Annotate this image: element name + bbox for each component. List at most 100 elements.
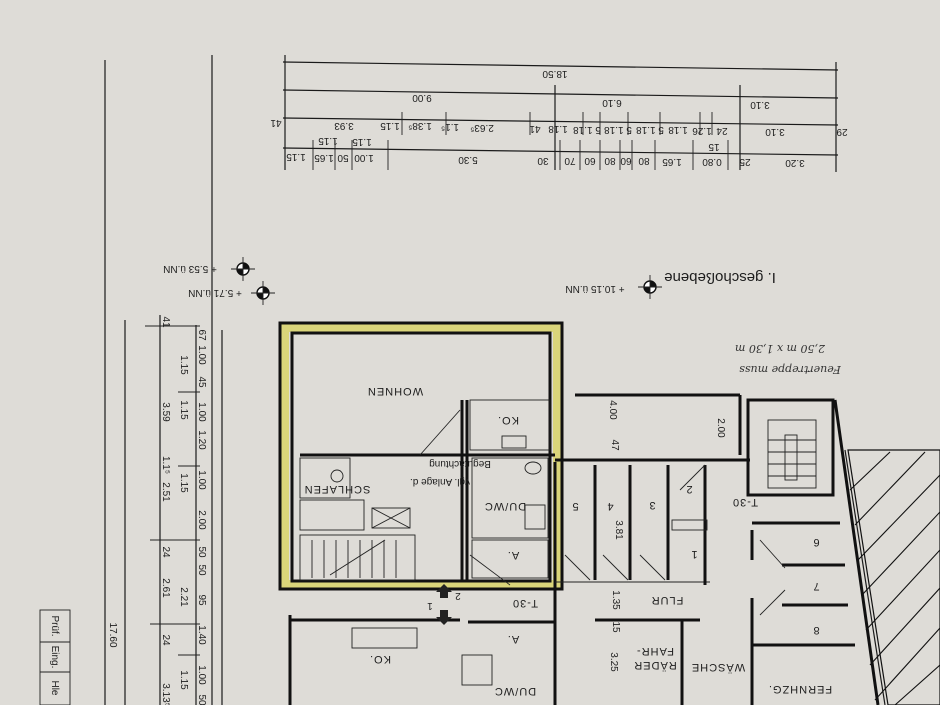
room-7: 7 — [812, 580, 819, 592]
room-5: 5 — [571, 500, 578, 512]
dim-top-row4: 0.80 — [702, 156, 722, 167]
level-left-a: + 5.53 ü.NN — [163, 263, 217, 274]
dim-left-col3: 1.20 — [196, 430, 207, 450]
room-fahrraeder-1: FAHR- — [636, 645, 674, 657]
room-schlafen: SCHLAFEN — [304, 483, 371, 495]
dim-left-col2: 1.15 — [178, 670, 189, 690]
dim-left-col2: 1.15 — [178, 400, 189, 420]
hatched-area — [847, 449, 940, 705]
dim-top-row4: 15 — [708, 141, 720, 152]
dim-left-col3: 50 — [196, 694, 207, 705]
staircase — [311, 539, 397, 578]
door-t30-lower: T-30 — [512, 597, 538, 609]
dim-top-row3: 41 — [529, 123, 541, 134]
dim-left-col3: 50 — [196, 546, 207, 558]
dim-1-35: 1.35 — [610, 590, 621, 610]
dim-top-row3: 24 — [716, 125, 728, 136]
dim-left-col1: 24 — [160, 634, 171, 646]
dim-left-col3: 50 — [196, 564, 207, 576]
dim-top-row4: 60 — [584, 155, 596, 166]
dim-top-row4: 3.20 — [785, 157, 805, 168]
dim-top-row4: 50 — [337, 152, 349, 163]
dim-top-row3: 2.63⁵ — [470, 122, 494, 133]
dim-top-row4: 1.00 — [354, 152, 374, 163]
dim-47: 47 — [609, 439, 620, 451]
handwritten-note: Feuertreppe muss 2,50 m x 1,30 m — [735, 342, 842, 376]
room-waesche: WÄSCHE — [691, 661, 745, 673]
dim-left-col1: 24 — [160, 546, 171, 558]
dim-top-row2: 6.10 — [602, 97, 622, 108]
dim-left-col3: 95 — [196, 594, 207, 606]
dim-top-row3: 41 — [270, 117, 282, 128]
highlighted-apartment — [278, 321, 564, 591]
title-block: Prüf. Eing. Hle — [39, 609, 71, 705]
level-marker-icon — [638, 275, 662, 299]
dim-top-row4: 1.65 — [314, 152, 334, 163]
dim-top-row4: 60 — [620, 155, 632, 166]
dim-top-row3: 1.26 — [692, 125, 712, 136]
room-wohnen: WOHNEN — [367, 385, 423, 397]
top-dimension-lines — [282, 55, 839, 172]
arrow-down-number: 1 — [427, 600, 433, 611]
dim-top-row4: 80 — [638, 155, 650, 166]
dim-left-col3: 67 — [196, 329, 207, 341]
room-kitchen-lower: KO. — [369, 653, 391, 665]
dim-top-row3: 1.1⁵ — [441, 121, 459, 132]
dim-left-col2: 2.21 — [178, 587, 189, 607]
door-t30-upper: T-30 — [732, 496, 758, 508]
level-left-b: + 5.71 ü.NN — [188, 287, 242, 298]
room-1: 1 — [690, 548, 697, 560]
left-dimension-labels: 413.591.1⁵2.51242.61243.13⁵1.151.151.152… — [107, 316, 207, 705]
note-anlage: vgl. Anlage d. — [410, 476, 470, 487]
dim-3-81: 3.81 — [613, 520, 624, 540]
building-walls — [288, 393, 886, 705]
dim-left-col3: 45 — [196, 376, 207, 388]
dim-left-col3: 2.00 — [196, 510, 207, 530]
dim-top-row3: 1.18 — [548, 123, 568, 134]
dim-top-row4: 1.15 — [286, 151, 306, 162]
dim-left-col2: 1.15 — [178, 355, 189, 375]
room-fernhzg: FERNHZG. — [768, 683, 832, 695]
dim-left-total: 17.60 — [107, 622, 118, 647]
dim-left-col3: 1.40 — [196, 625, 207, 645]
dim-top-row4: 70 — [564, 155, 576, 166]
room-flur: FLUR — [651, 594, 684, 606]
arrow-down-icon — [436, 610, 452, 625]
room-a-lower: A. — [507, 633, 519, 645]
dim-left-col1: 2.61 — [160, 578, 171, 598]
dim-left-col3: 1.00 — [196, 402, 207, 422]
title-block-eing: Eing. — [49, 646, 60, 669]
arrow-up-icon — [436, 584, 452, 598]
dim-top-row4: 5.30 — [458, 154, 478, 165]
dim-top-row3: 5 1.18 — [573, 124, 601, 135]
dim-top-row4: 30 — [537, 155, 549, 166]
level-marker-icon — [231, 257, 255, 281]
plan-labels: I. geschoßebene + 10.15 ü.NN + 5.53 ü.NN… — [163, 263, 832, 697]
dim-4-00: 4.00 — [607, 400, 618, 420]
title-block-hle: Hle — [49, 680, 60, 695]
room-2: 2 — [685, 483, 692, 495]
room-3: 3 — [648, 499, 655, 511]
title-block-pruef: Prüf. — [49, 615, 60, 636]
room-kitchen: KO. — [497, 414, 519, 426]
dim-top-total: 18.50 — [542, 68, 567, 79]
dim-top-row4: 25 — [739, 156, 751, 167]
room-4: 4 — [606, 500, 613, 512]
dim-15: 15 — [610, 621, 621, 633]
level-markers — [231, 257, 662, 305]
dim-top-row4: 1.65 — [662, 156, 682, 167]
dim-left-col1: 1.1⁵ — [160, 456, 171, 474]
dim-top-row4: 80 — [604, 155, 616, 166]
dim-top-row2: 3.10 — [750, 99, 770, 110]
dim-left-col1: 3.59 — [160, 402, 171, 422]
site-lines — [104, 55, 223, 705]
dim-top-row4: 1.15 — [318, 135, 338, 146]
dim-top-row3: 1.38⁵ — [408, 120, 432, 131]
dim-top-row3: 3.93 — [334, 120, 354, 131]
dim-top-row3: 29 — [836, 126, 848, 137]
dim-top-row3: 5 1.18 — [636, 124, 664, 135]
room-fahrraeder-2: RÄDER — [633, 659, 677, 671]
